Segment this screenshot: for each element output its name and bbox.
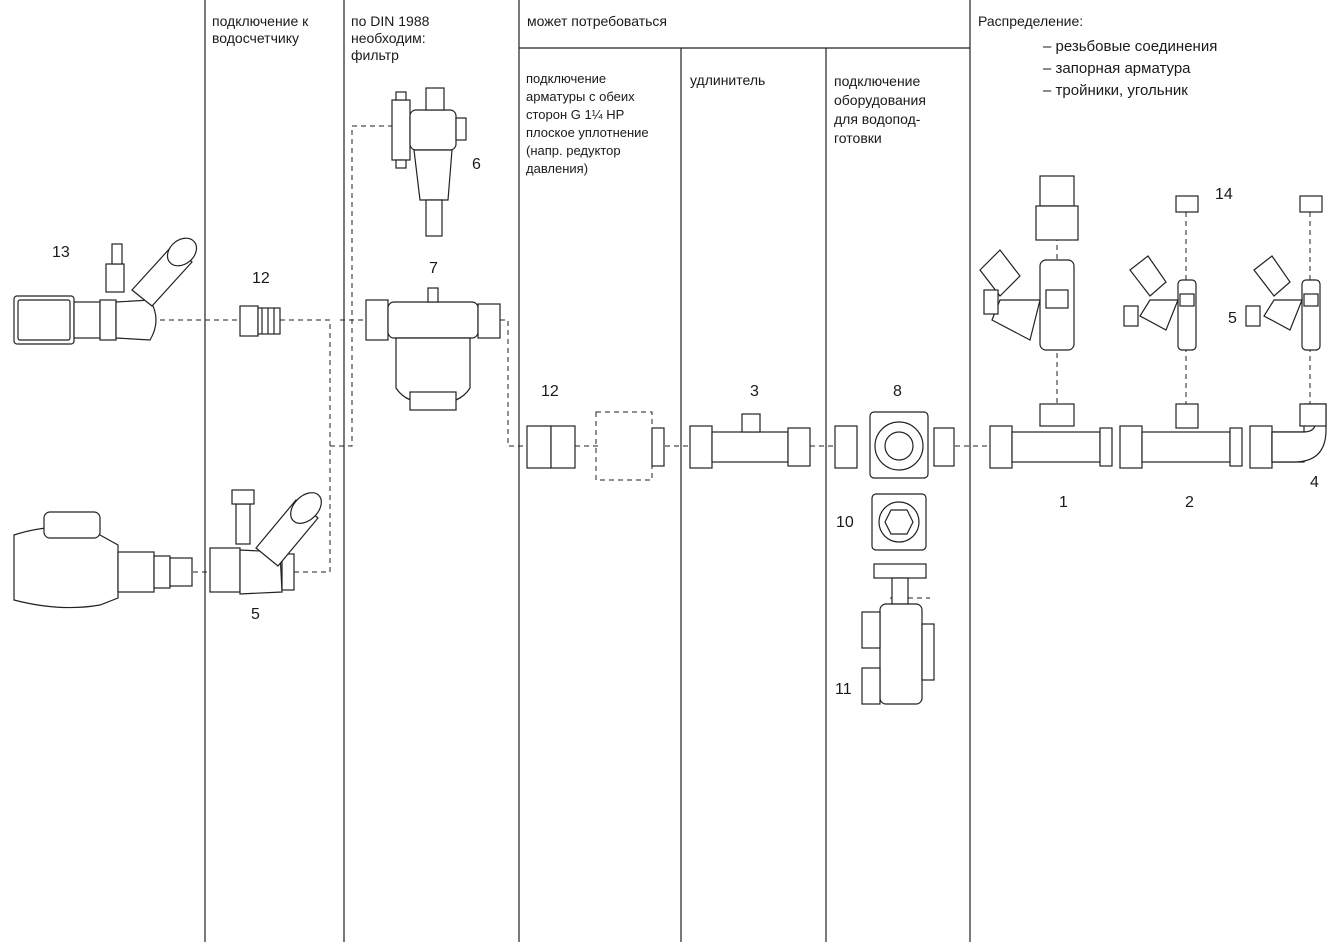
label-12: 12 <box>252 270 270 287</box>
col-header-may-be-required: может потребоваться <box>527 13 667 29</box>
distribution-item: – запорная арматура <box>1043 60 1191 77</box>
col-header-treatment: подключение оборудования для водопод- го… <box>834 73 926 146</box>
distribution-tee-1 <box>979 175 1113 469</box>
filter-7 <box>365 287 501 411</box>
distribution-item: – тройники, угольник <box>1043 82 1188 99</box>
label-12: 12 <box>541 383 559 400</box>
water-meter <box>13 511 193 609</box>
label-1: 1 <box>1059 494 1068 511</box>
treatment-flange-8 <box>834 411 955 479</box>
col-header-extension: удлинитель <box>690 72 766 88</box>
distribution-elbow-4 <box>1245 195 1327 469</box>
label-10: 10 <box>836 514 854 531</box>
label-11: 11 <box>835 681 852 698</box>
label-14: 14 <box>1215 186 1233 203</box>
label-2: 2 <box>1185 494 1194 511</box>
label-13: 13 <box>52 244 70 261</box>
shutoff-valve-5 <box>209 489 322 595</box>
distribution-tee-2 <box>1119 195 1243 469</box>
label-7: 7 <box>429 260 438 277</box>
flange-plate-10 <box>871 493 927 551</box>
label-5: 5 <box>251 606 260 623</box>
label-8: 8 <box>893 383 902 400</box>
label-6: 6 <box>472 156 481 173</box>
label-3: 3 <box>750 383 759 400</box>
distribution-item: – резьбовые соединения <box>1043 38 1218 55</box>
filter-6 <box>391 87 467 237</box>
col-header-meter-connection: подключение к водосчетчику <box>212 13 309 46</box>
connection-line <box>330 125 392 447</box>
col-header-din1988: по DIN 1988 необходим: фильтр <box>351 13 430 63</box>
col-header-fittings-both-sides: подключение арматуры с обеих сторон G 1¼… <box>526 71 649 176</box>
connection-line <box>500 319 527 447</box>
extension-piece-3 <box>689 413 811 469</box>
shutoff-valve-13 <box>13 237 198 345</box>
nipple-12 <box>239 305 281 337</box>
col-header-distribution: Распределение: <box>978 13 1084 29</box>
optional-device-outline <box>595 411 653 481</box>
label-4: 4 <box>1310 474 1319 491</box>
bypass-valve-11 <box>861 563 935 705</box>
nipple-pair-12 <box>526 425 665 469</box>
label-5: 5 <box>1228 310 1237 327</box>
